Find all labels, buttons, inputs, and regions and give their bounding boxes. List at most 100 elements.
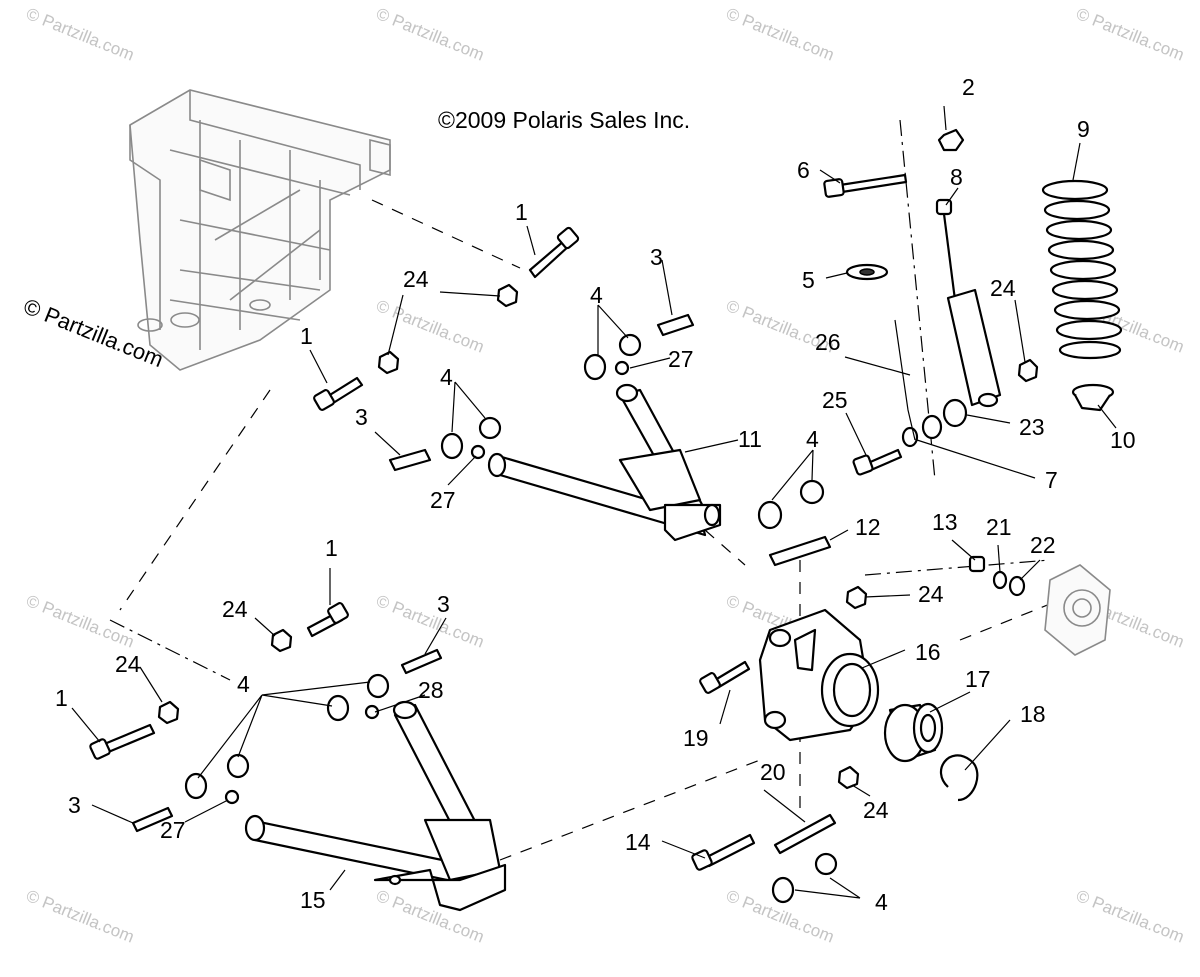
callout-1-left: 1 [300, 323, 313, 349]
callout-13: 13 [932, 509, 958, 535]
bolt-1a-head [556, 226, 580, 250]
callout-10: 10 [1110, 427, 1136, 453]
callout-17: 17 [965, 666, 991, 692]
bushing-4f [799, 479, 825, 505]
nut-24c [1017, 358, 1039, 383]
bolt-1d-head [89, 738, 111, 760]
watermark: © Partzilla.com [24, 4, 137, 65]
wheel-bearing [883, 702, 944, 763]
spacer-23b [942, 398, 968, 428]
sleeve-3d [131, 806, 174, 833]
washer-21 [992, 570, 1008, 590]
bolt-14-head [691, 849, 713, 871]
wheel-hub [1044, 564, 1111, 656]
callout-27-left: 27 [430, 487, 456, 513]
spacer-23a [921, 414, 943, 440]
bushing-4h [814, 852, 838, 876]
callout-4-left: 4 [440, 364, 453, 390]
callout-24-knuckle: 24 [918, 581, 944, 607]
strap-26 [894, 319, 916, 441]
callout-15: 15 [300, 887, 326, 913]
callout-1-top: 1 [515, 199, 528, 225]
sleeve-3b [388, 448, 432, 472]
callout-4-right: 4 [806, 426, 819, 452]
callout-2: 2 [962, 74, 975, 100]
nut-2 [937, 128, 965, 152]
callout-4-lower: 4 [237, 671, 250, 697]
leader-lines [71, 105, 1117, 899]
watermark: © Partzilla.com [374, 4, 487, 65]
lower-a-arm [244, 700, 507, 912]
callout-3-top: 3 [650, 244, 663, 270]
callout-24-far-left: 24 [115, 651, 141, 677]
callout-27-top: 27 [668, 346, 694, 372]
nut-24b [377, 350, 400, 375]
bolt-6-head [823, 178, 845, 198]
watermark: © Partzilla.com [374, 296, 487, 357]
grease-fitting-27c [224, 789, 240, 805]
bolt-25-head [852, 454, 874, 476]
sleeve-20 [773, 813, 837, 855]
callout-18: 18 [1020, 701, 1046, 727]
callout-28: 28 [418, 677, 444, 703]
callout-11: 11 [738, 426, 762, 452]
callout-21: 21 [986, 514, 1012, 540]
callout-20: 20 [760, 759, 786, 785]
grease-fitting-28 [364, 704, 380, 720]
bolt-19-head [699, 672, 721, 694]
bushing-4g [771, 876, 795, 904]
watermark: © Partzilla.com [374, 591, 487, 652]
bushing-4l [184, 772, 208, 800]
callout-26: 26 [815, 329, 841, 355]
chassis-frame [129, 89, 391, 371]
bushing-4c [440, 432, 464, 460]
callout-24-lower-right: 24 [863, 797, 889, 823]
callout-12: 12 [855, 514, 881, 540]
callout-9: 9 [1077, 116, 1090, 142]
watermark: © Partzilla.com [24, 886, 137, 947]
callout-8: 8 [950, 164, 963, 190]
callout-24-lower: 24 [222, 596, 248, 622]
bushing-4k [226, 753, 250, 779]
washer-22 [1008, 575, 1026, 597]
bearing-carrier [758, 608, 880, 742]
nut-24g [157, 700, 180, 725]
bushing-4j [326, 694, 350, 722]
callout-24-top: 24 [403, 266, 429, 292]
bolt-1b-head [313, 389, 335, 411]
bushing-4d [478, 416, 502, 440]
nut-24e [837, 765, 860, 790]
nut-24f [270, 628, 293, 653]
bolt-1c-head [327, 602, 349, 624]
upper-a-arm [487, 383, 722, 542]
callout-3-left: 3 [355, 404, 368, 430]
callout-7: 7 [1045, 467, 1058, 493]
shock-absorber [935, 198, 1002, 408]
bushing-4i [366, 673, 390, 699]
callout-4-top: 4 [590, 282, 603, 308]
callout-4-bottom: 4 [875, 889, 888, 915]
callout-5: 5 [802, 267, 815, 293]
callout-19: 19 [683, 725, 709, 751]
callout-3-lower: 3 [437, 591, 450, 617]
callout-27-lower: 27 [160, 817, 186, 843]
sleeve-3a [656, 313, 695, 337]
bushing-4b [618, 333, 642, 357]
callout-1-far-left: 1 [55, 685, 68, 711]
callout-25: 25 [822, 387, 848, 413]
callout-14: 14 [625, 829, 651, 855]
bushing-4e [757, 500, 783, 530]
bushing-4a [583, 353, 607, 381]
watermark: © Partzilla.com [1074, 886, 1187, 947]
callout-6: 6 [797, 157, 810, 183]
callout-24-shock: 24 [990, 275, 1016, 301]
sleeve-3c [400, 648, 443, 675]
grease-fitting-27a [614, 360, 630, 376]
washer-5-hole [859, 268, 875, 276]
coil-spring [1041, 179, 1123, 360]
callout-22: 22 [1030, 532, 1056, 558]
spring-retainer [1071, 383, 1115, 412]
nut-24d [845, 585, 868, 610]
bolt-6 [838, 173, 908, 194]
